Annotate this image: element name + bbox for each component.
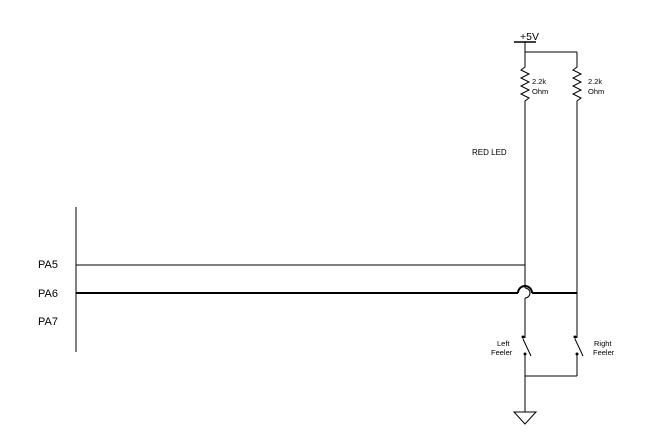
switch-right-label-line1: Right	[594, 339, 612, 348]
switch-left-contact-bottom	[523, 352, 527, 356]
ground-symbol	[512, 411, 538, 425]
switch-left-contact-top	[521, 335, 525, 339]
resistor-left-unit: Ohm	[532, 87, 548, 96]
switch-right-contact-top	[573, 335, 577, 339]
pin-label-pa5: PA5	[38, 259, 58, 271]
resistor-right-value: 2.2k	[588, 77, 602, 86]
switch-right-label-line2: Feeler	[593, 348, 615, 357]
switch-left-label-line2: Feeler	[491, 348, 513, 357]
resistor-right-unit: Ohm	[588, 87, 604, 96]
switch-right-contact-bottom	[575, 352, 579, 356]
wire-crossover-hop	[524, 287, 531, 299]
switch-left-label-line1: Left	[497, 339, 510, 348]
resistor-left-value: 2.2k	[532, 77, 546, 86]
pa6-wire-hop	[517, 285, 533, 294]
pin-label-pa7: PA7	[38, 316, 58, 328]
switch-left-blade	[522, 338, 532, 357]
resistor-left	[519, 63, 531, 104]
pin-label-pa6: PA6	[38, 288, 58, 300]
switch-right-blade	[574, 338, 584, 357]
led-label: RED LED	[472, 148, 507, 157]
resistor-right	[571, 63, 583, 104]
supply-label: +5V	[520, 31, 539, 43]
